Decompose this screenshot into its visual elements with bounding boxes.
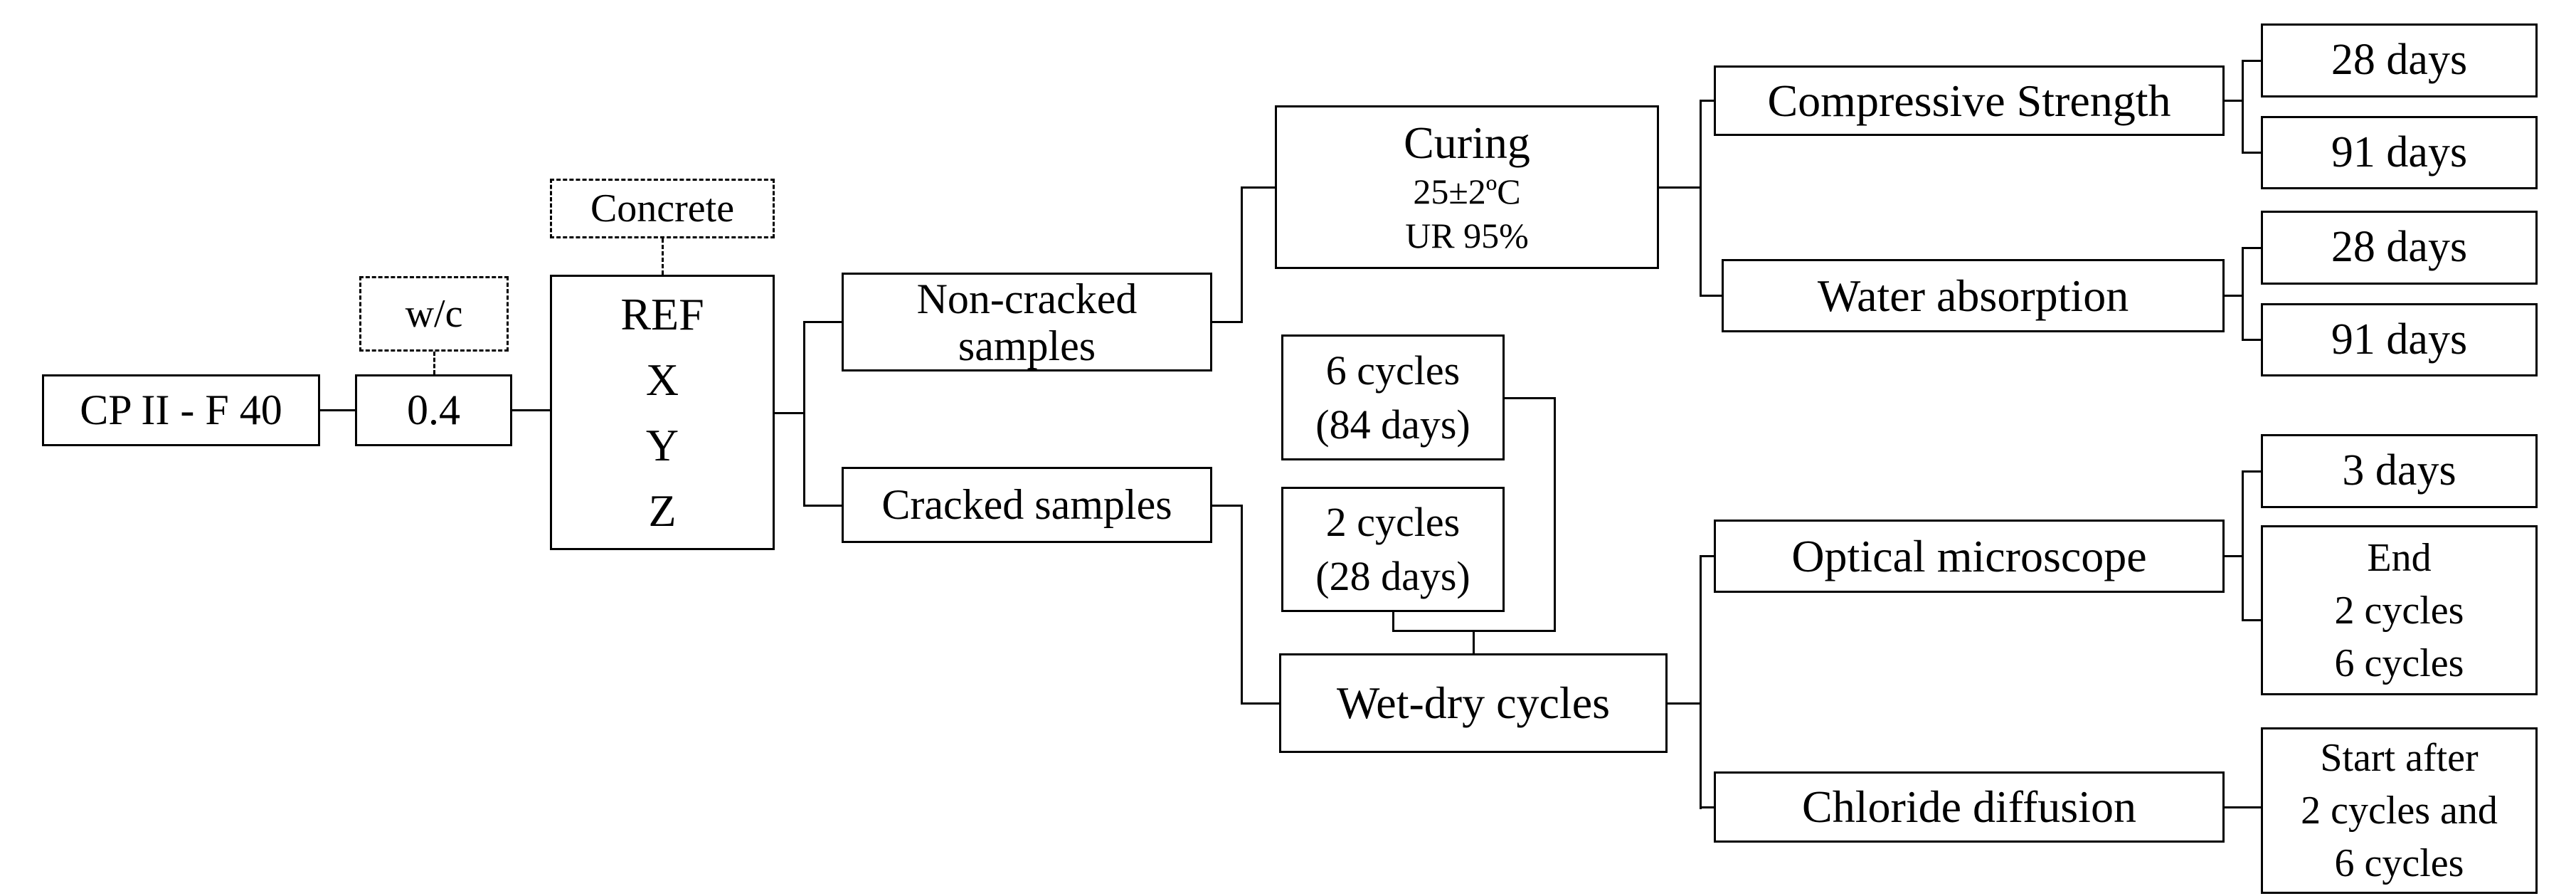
compressive-91-days-box: 91 days bbox=[2261, 116, 2538, 189]
water-28-days-box: 28 days bbox=[2261, 211, 2538, 285]
cement-type-label: CP II - F 40 bbox=[80, 386, 282, 433]
connector-cracked-drop bbox=[1241, 505, 1243, 705]
connector-chloride-to-start bbox=[2225, 806, 2261, 808]
connector-concrete-dashed bbox=[662, 238, 664, 275]
six-cycles-box: 6 cycles (84 days) bbox=[1281, 334, 1505, 460]
connector-cycles-drop bbox=[1554, 397, 1556, 632]
connector-six-cycles-stub bbox=[1505, 397, 1554, 399]
connector-curing-stub bbox=[1659, 186, 1700, 189]
connector-non-cracked-riser bbox=[1241, 186, 1243, 323]
wc-ratio-title-box: w/c bbox=[359, 276, 509, 352]
mix-x-label: X bbox=[645, 354, 679, 405]
connector-wet-dry-split bbox=[1700, 555, 1702, 809]
connector-optical-split bbox=[2242, 470, 2244, 621]
compressive-28-days-label: 28 days bbox=[2331, 36, 2468, 85]
non-cracked-samples-box: Non-cracked samples bbox=[842, 273, 1212, 371]
wet-dry-cycles-label: Wet-dry cycles bbox=[1337, 678, 1610, 729]
curing-box: Curing 25±2ºC UR 95% bbox=[1275, 105, 1659, 269]
optical-end-label-line2: 2 cycles bbox=[2334, 588, 2464, 633]
water-91-days-label: 91 days bbox=[2331, 315, 2468, 364]
connector-curing-split bbox=[1700, 100, 1702, 297]
connector-two-cycles-stub bbox=[1392, 612, 1394, 632]
curing-humidity-label: UR 95% bbox=[1405, 215, 1529, 255]
connector-to-optical bbox=[1700, 555, 1714, 557]
connector-optical-stub bbox=[2225, 555, 2242, 557]
connector-to-water bbox=[1700, 295, 1722, 297]
connector-to-3-days bbox=[2242, 470, 2261, 473]
connector-wc-dashed bbox=[433, 352, 435, 374]
non-cracked-samples-label-line1: Non-cracked bbox=[916, 275, 1138, 322]
compressive-28-days-box: 28 days bbox=[2261, 23, 2538, 97]
concrete-title-box: Concrete bbox=[550, 179, 775, 238]
chloride-start-box: Start after 2 cycles and 6 cycles bbox=[2261, 727, 2538, 894]
compressive-91-days-label: 91 days bbox=[2331, 127, 2468, 176]
chloride-start-label-line2: 2 cycles and bbox=[2301, 789, 2498, 833]
cement-type-box: CP II - F 40 bbox=[42, 374, 320, 446]
chloride-start-label-line3: 6 cycles bbox=[2334, 841, 2464, 885]
connector-cement-to-wc-value bbox=[320, 409, 355, 411]
connector-wet-dry-stub bbox=[1668, 702, 1700, 705]
connector-mixes-split bbox=[803, 321, 805, 507]
optical-3-days-box: 3 days bbox=[2261, 434, 2538, 508]
wet-dry-cycles-box: Wet-dry cycles bbox=[1279, 653, 1668, 753]
six-cycles-label-line1: 6 cycles bbox=[1325, 347, 1461, 394]
connector-cracked-stub bbox=[1212, 505, 1241, 507]
connector-to-non-cracked bbox=[803, 321, 842, 323]
connector-mixes-stub bbox=[775, 412, 804, 414]
mix-ref-label: REF bbox=[620, 288, 704, 339]
connector-to-chloride bbox=[1700, 806, 1714, 808]
cracked-samples-label: Cracked samples bbox=[881, 481, 1172, 528]
water-28-days-label: 28 days bbox=[2331, 223, 2468, 272]
concrete-title-label: Concrete bbox=[590, 186, 735, 231]
compressive-strength-label: Compressive Strength bbox=[1767, 75, 2171, 126]
connector-compressive-stub bbox=[2225, 100, 2242, 102]
optical-end-label-line1: End bbox=[2367, 535, 2432, 580]
wc-ratio-value-box: 0.4 bbox=[355, 374, 512, 446]
six-cycles-label-line2: (84 days) bbox=[1315, 401, 1470, 448]
connector-water-split bbox=[2242, 247, 2244, 341]
connector-compressive-split bbox=[2242, 60, 2244, 154]
connector-water-stub bbox=[2225, 295, 2242, 297]
two-cycles-label-line1: 2 cycles bbox=[1325, 499, 1461, 545]
connector-to-curing bbox=[1241, 186, 1275, 189]
curing-title-label: Curing bbox=[1404, 117, 1530, 169]
optical-end-label-line3: 6 cycles bbox=[2334, 641, 2464, 685]
optical-microscope-label: Optical microscope bbox=[1791, 530, 2147, 581]
water-91-days-box: 91 days bbox=[2261, 303, 2538, 376]
connector-to-wet-dry bbox=[1241, 702, 1279, 705]
connector-to-water-91 bbox=[2242, 339, 2261, 341]
chloride-diffusion-box: Chloride diffusion bbox=[1714, 771, 2225, 843]
wc-ratio-value-label: 0.4 bbox=[407, 386, 460, 433]
connector-to-end-cycles bbox=[2242, 619, 2261, 621]
chloride-diffusion-label: Chloride diffusion bbox=[1802, 781, 2136, 833]
water-absorption-label: Water absorption bbox=[1817, 270, 2129, 321]
connector-to-compressive bbox=[1700, 100, 1714, 102]
compressive-strength-box: Compressive Strength bbox=[1714, 65, 2225, 136]
connector-to-water-28 bbox=[2242, 247, 2261, 249]
connector-to-cracked bbox=[803, 505, 842, 507]
mix-z-label: Z bbox=[648, 485, 677, 536]
concrete-mixes-box: REF X Y Z bbox=[550, 275, 775, 550]
mix-y-label: Y bbox=[645, 419, 679, 470]
curing-temperature-label: 25±2ºC bbox=[1413, 171, 1521, 211]
optical-3-days-label: 3 days bbox=[2342, 446, 2456, 495]
wc-ratio-title-label: w/c bbox=[405, 291, 463, 336]
connector-non-cracked-stub bbox=[1212, 321, 1241, 323]
cracked-samples-box: Cracked samples bbox=[842, 467, 1212, 543]
connector-cycles-to-wet-dry bbox=[1473, 630, 1475, 653]
chloride-start-label-line1: Start after bbox=[2320, 736, 2479, 780]
optical-microscope-box: Optical microscope bbox=[1714, 520, 2225, 593]
connector-to-compressive-91 bbox=[2242, 152, 2261, 154]
connector-wc-value-to-mixes bbox=[512, 409, 550, 411]
connector-to-compressive-28 bbox=[2242, 60, 2261, 62]
optical-end-cycles-box: End 2 cycles 6 cycles bbox=[2261, 525, 2538, 695]
non-cracked-samples-label-line2: samples bbox=[958, 322, 1096, 369]
two-cycles-box: 2 cycles (28 days) bbox=[1281, 487, 1505, 612]
two-cycles-label-line2: (28 days) bbox=[1315, 553, 1470, 599]
water-absorption-box: Water absorption bbox=[1722, 259, 2225, 332]
